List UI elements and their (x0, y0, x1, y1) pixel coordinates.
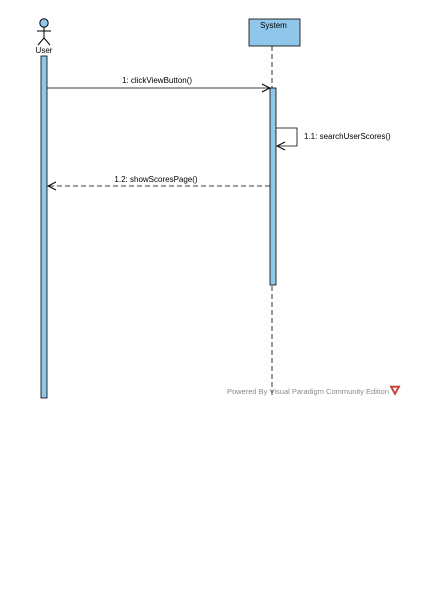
message-label: 1.2: showScoresPage() (114, 175, 197, 184)
message-label: 1: clickViewButton() (122, 76, 192, 85)
system-lifeline-box (248, 18, 301, 47)
user-actor-label: User (36, 46, 53, 55)
user-actor: User (36, 18, 53, 55)
self-call-arrow (276, 127, 298, 146)
user-actor-left-leg (37, 37, 45, 46)
message-label: 1.1: searchUserScores() (304, 132, 391, 141)
user-actor-right-leg (43, 37, 51, 46)
user-actor-head (39, 18, 49, 28)
user-activation-bar (40, 55, 48, 399)
message-search-user-scores: 1.1: searchUserScores() (276, 127, 391, 146)
visual-paradigm-logo-icon (389, 385, 401, 396)
watermark: Powered By Visual Paradigm Community Edi… (227, 385, 401, 396)
message-show-scores-page: 1.2: showScoresPage() (48, 175, 270, 186)
system-activation-bar (269, 87, 277, 286)
watermark-text: Powered By Visual Paradigm Community Edi… (227, 387, 389, 396)
system-lifeline-head: System (248, 18, 301, 47)
message-click-view-button: 1: clickViewButton() (47, 76, 270, 88)
system-lifeline-label: System (260, 21, 287, 30)
